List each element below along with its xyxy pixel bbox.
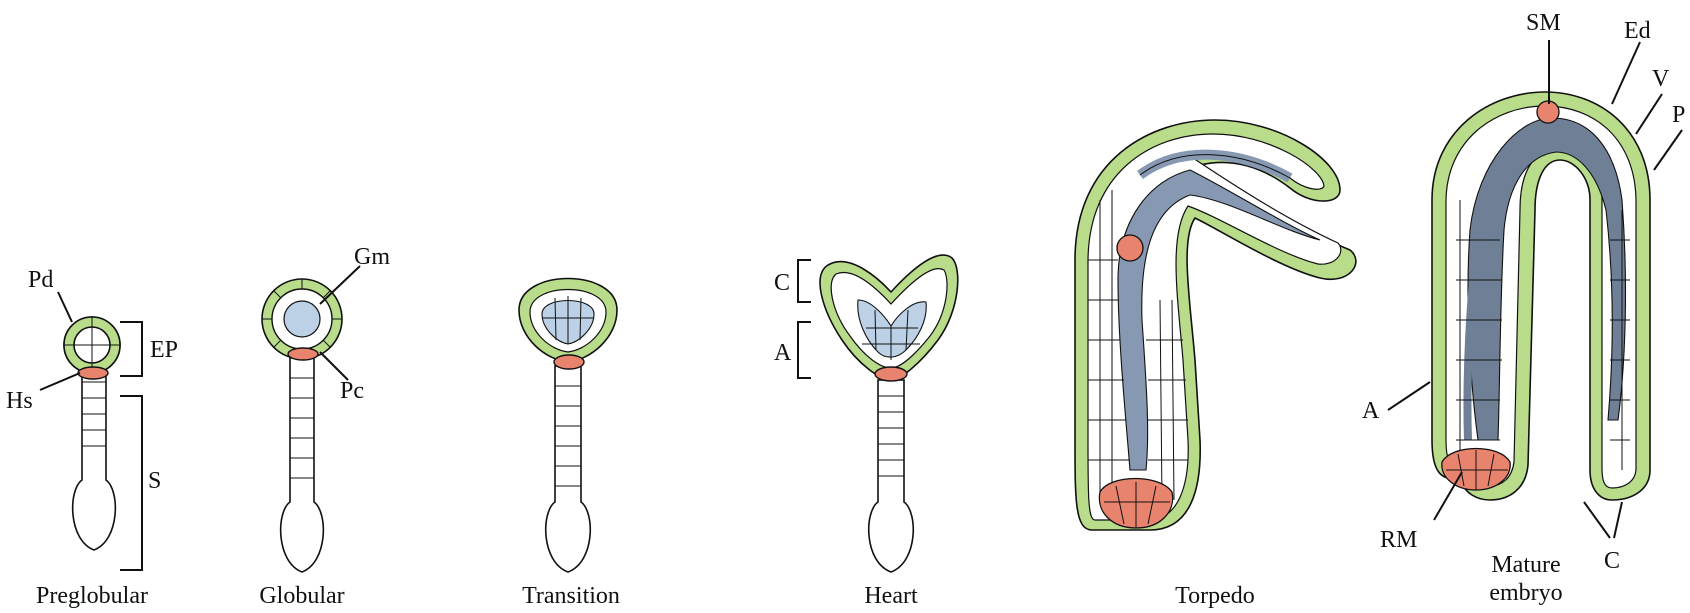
label-a-heart: A <box>774 340 792 366</box>
stage-name-heart: Heart <box>864 583 918 609</box>
stage-name-globular: Globular <box>259 583 344 609</box>
label-p: P <box>1672 102 1685 128</box>
globular-embryo <box>262 279 342 572</box>
torpedo-embryo <box>1075 120 1356 530</box>
label-c-heart: C <box>774 270 790 296</box>
label-v: V <box>1652 66 1670 92</box>
label-pd: Pd <box>28 267 53 293</box>
label-a-mature: A <box>1362 398 1380 424</box>
stage-name-transition: Transition <box>522 583 620 609</box>
shoot-meristem <box>1537 101 1559 123</box>
stage-name-torpedo: Torpedo <box>1175 583 1255 609</box>
ground-meristem-core <box>284 301 320 337</box>
shoot-meristem <box>1117 235 1143 261</box>
stage-name-mature-line1: Mature <box>1491 552 1560 578</box>
transition-embryo <box>519 279 617 573</box>
procambium-marker <box>288 348 318 360</box>
label-gm: Gm <box>354 244 390 270</box>
preglobular-embryo <box>64 317 120 550</box>
label-rm: RM <box>1380 527 1417 553</box>
label-ep: EP <box>150 337 178 363</box>
label-sm: SM <box>1526 10 1561 36</box>
label-pc: Pc <box>340 378 364 404</box>
label-s: S <box>148 468 161 494</box>
label-hs: Hs <box>6 388 33 414</box>
label-c-mature: C <box>1604 548 1620 574</box>
heart-embryo <box>820 255 958 572</box>
mature-embryo <box>1432 92 1650 500</box>
label-ed: Ed <box>1624 18 1651 44</box>
stage-names: Preglobular Globular Transition Heart To… <box>36 552 1563 609</box>
hypophysis <box>78 367 108 379</box>
stage-name-mature-line2: embryo <box>1489 580 1562 606</box>
stage-name-preglobular: Preglobular <box>36 583 148 609</box>
